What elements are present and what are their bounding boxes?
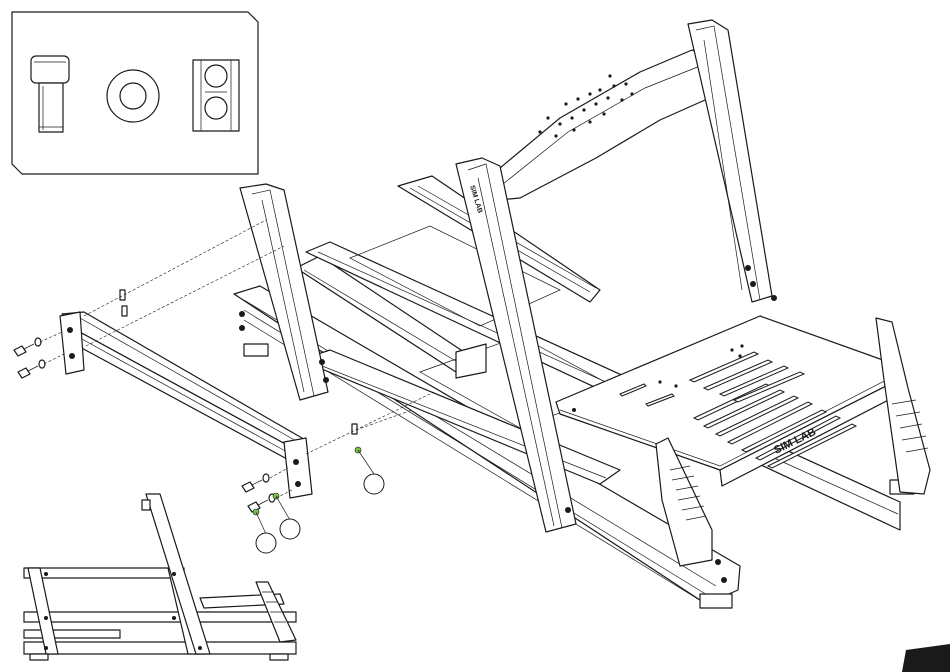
wheel-deck-arm (488, 50, 714, 200)
callout-2 (256, 533, 276, 553)
hardware-legend (12, 12, 258, 174)
page-tab (902, 644, 950, 672)
t-nut-icon (193, 60, 239, 131)
washer-icon (107, 70, 159, 122)
rear-right-upright (688, 20, 777, 302)
callout-1 (364, 474, 384, 494)
callouts (256, 450, 384, 553)
bolt-icon (31, 56, 69, 132)
pedal-plate: SIM LAB (556, 316, 900, 486)
exploded-side-rail (60, 312, 312, 498)
callout-3 (280, 519, 300, 539)
bolt-set-right (242, 474, 275, 512)
side-view-thumbnail (24, 494, 296, 660)
bolt-set-left (14, 338, 45, 378)
